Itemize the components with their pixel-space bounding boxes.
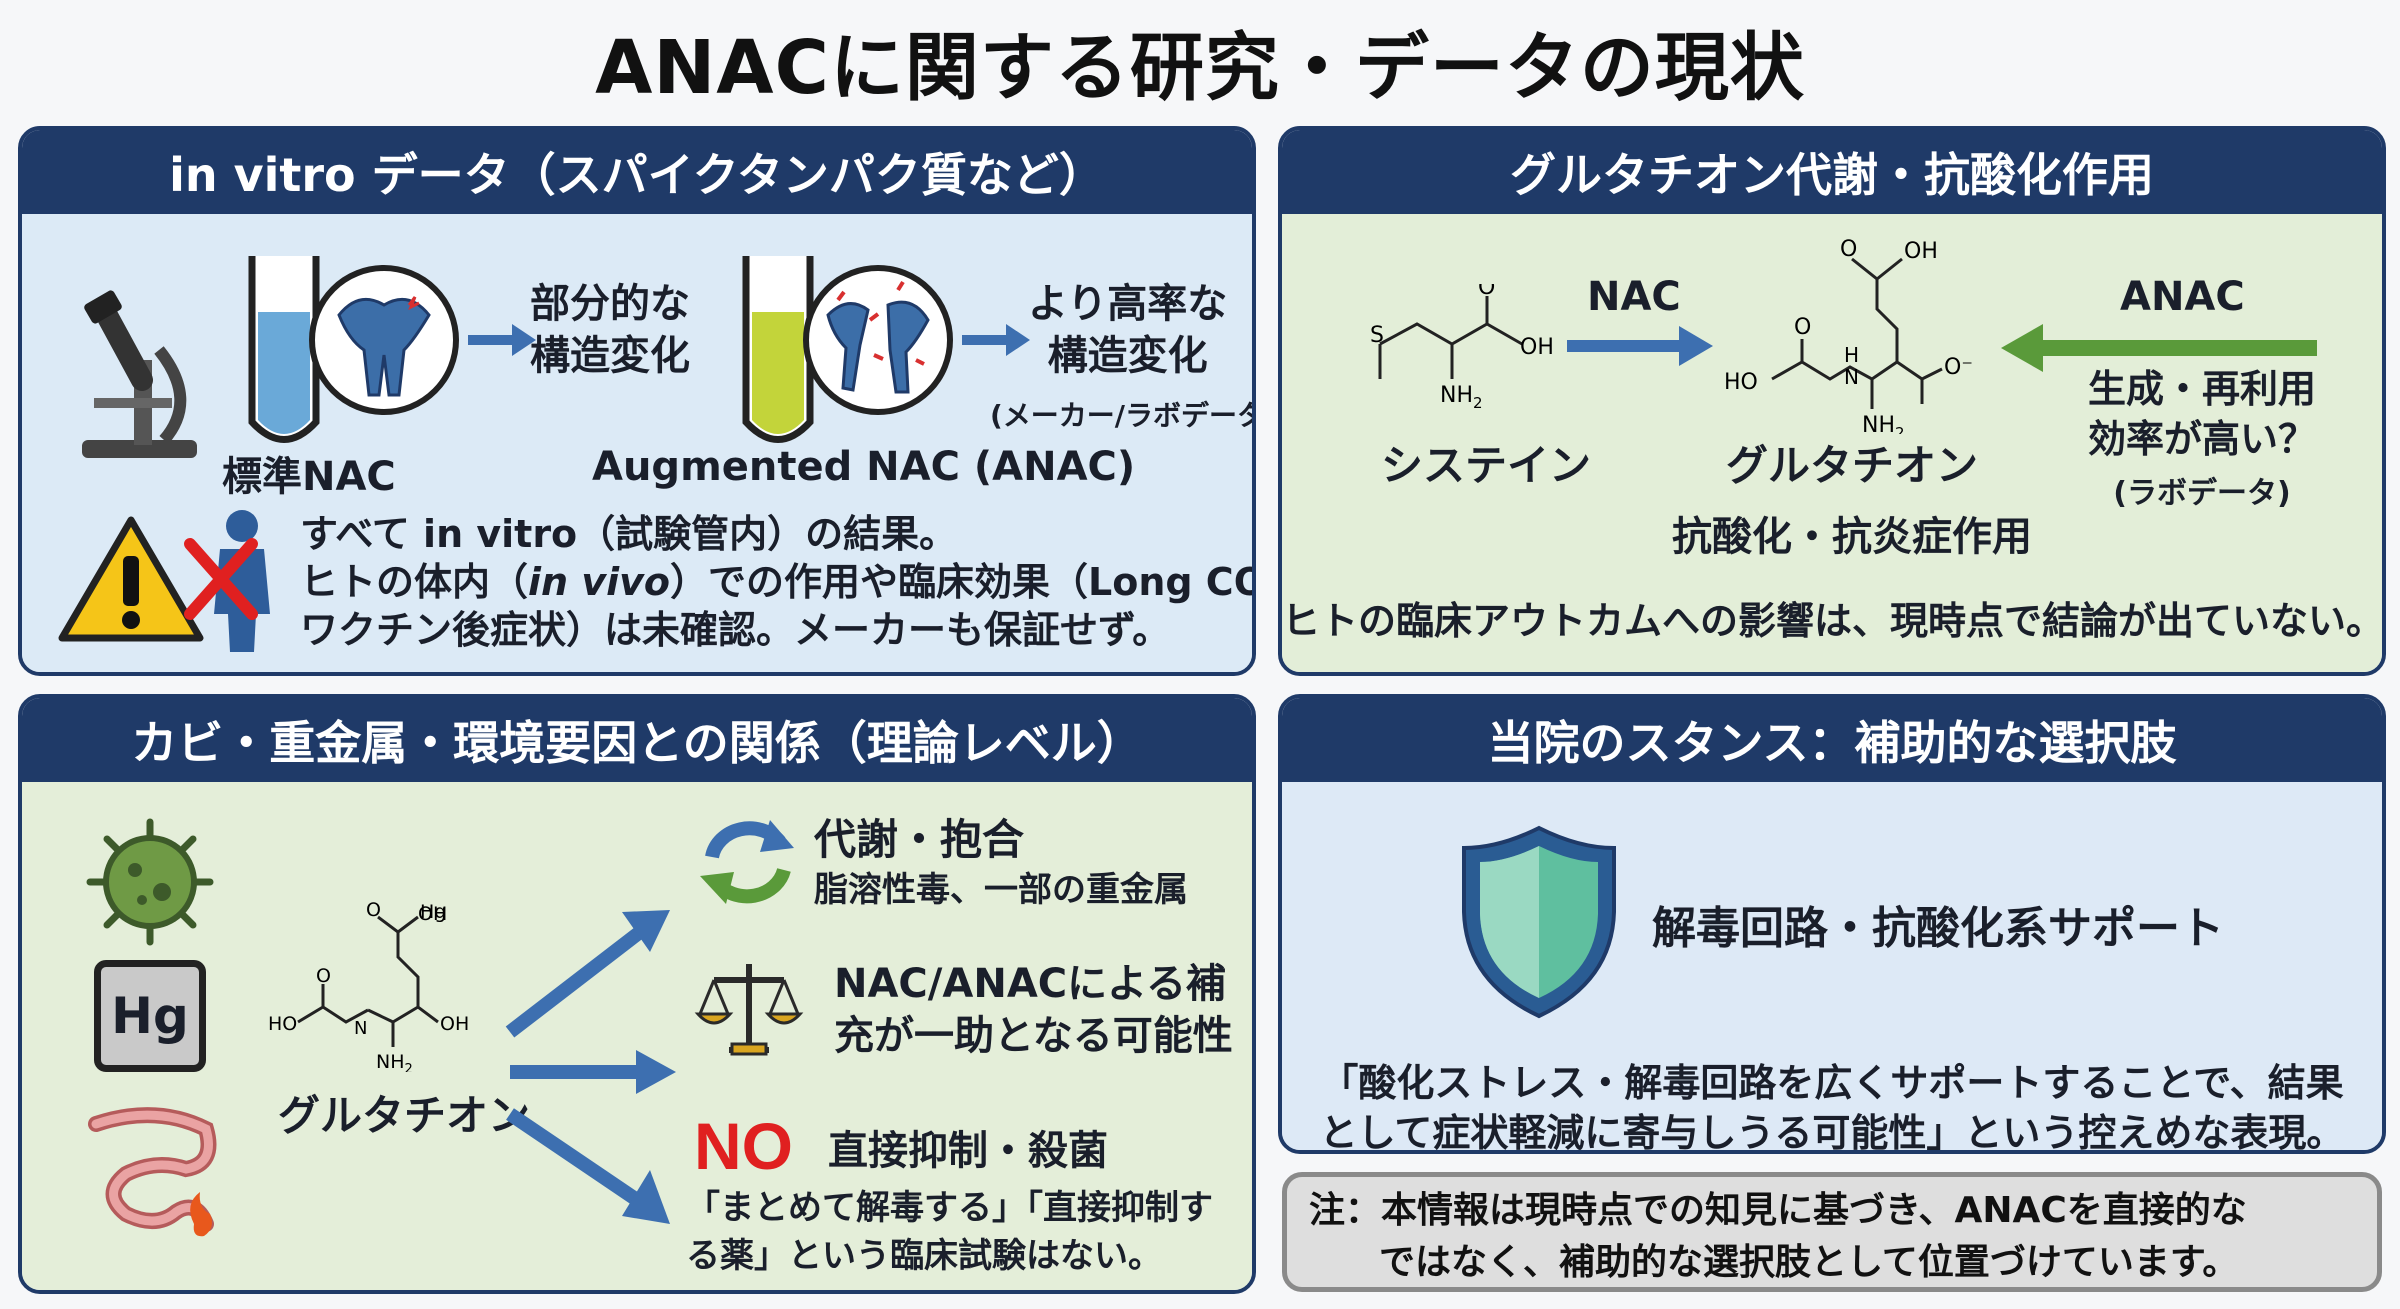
antioxidant-effect-label: 抗酸化・抗炎症作用	[1672, 514, 2032, 560]
panel-header: in vitro データ（スパイクタンパク質など）	[22, 130, 1252, 214]
spike-protein-damaged-icon	[803, 265, 953, 415]
human-cross-icon	[184, 510, 270, 652]
test-tube-icon	[742, 256, 814, 443]
clinical-conclusion: ヒトの臨床アウトカムへの影響は、現時点で結論が出ていない。	[1282, 599, 2385, 643]
panel-body: 解毒回路・抗酸化系サポート 「酸化ストレス・解毒回路を広くサポートすることで、結…	[1282, 782, 2382, 1150]
panel-body: Hg Hg OH O O HO N OH NH2 グルタチオン	[22, 782, 1252, 1290]
cysteine-label: システイン	[1380, 441, 1591, 490]
intestine-icon	[88, 1107, 217, 1237]
glutathione-label: グルタチオン	[278, 1091, 531, 1140]
no-clinical-trials-text: 「まとめて解毒する」「直接抑制す る薬」という臨床試験はない。	[686, 1188, 1213, 1276]
in-vitro-warning-text: すべて in vitro（試験管内）の結果。 ヒトの体内（in vivo）での作…	[300, 512, 1252, 652]
arrow-right-icon	[962, 324, 1030, 356]
panel-in-vitro: in vitro データ（スパイクタンパク質など） 部分的な 構造変化	[18, 126, 1256, 676]
spike-protein-icon	[309, 265, 459, 415]
svg-text:NH2: NH2	[376, 1051, 413, 1072]
svg-text:OH: OH	[1904, 239, 1938, 264]
svg-text:O: O	[1840, 237, 1857, 262]
svg-text:NH2: NH2	[1440, 383, 1483, 412]
arrow-right-icon	[468, 324, 536, 356]
svg-text:O: O	[316, 965, 331, 987]
metabolism-subtitle: 脂溶性毒、一部の重金属	[814, 870, 1188, 910]
cysteine-structure-icon: S O OH NH2	[1370, 284, 1554, 412]
glutathione-label: グルタチオン	[1725, 441, 1978, 490]
panel-body: 部分的な 構造変化 より高率な 構造変化 (メーカー/ラボデータ) 標準NAC …	[22, 214, 1252, 672]
svg-text:OH: OH	[1520, 335, 1554, 360]
svg-text:O: O	[1478, 284, 1495, 300]
nac-arrow-label: NAC	[1587, 274, 1681, 320]
detox-support-label: 解毒回路・抗酸化系サポート	[1652, 903, 2224, 954]
standard-nac-label: 標準NAC	[222, 454, 396, 500]
supplement-possibility-text: NAC/ANACによる補 充が一助となる可能性	[834, 961, 1233, 1059]
svg-text:N: N	[1844, 365, 1859, 389]
partial-change-label: 部分的な 構造変化	[530, 281, 690, 379]
panel-body: S O OH NH2 システイン NAC OH O O HO H N O⁻ NH…	[1282, 214, 2382, 672]
panel-glutathione: グルタチオン代謝・抗酸化作用 S O OH NH2 システイン NAC OH O…	[1278, 126, 2386, 676]
panel-stance: 当院のスタンス：補助的な選択肢 解毒回路・抗酸化系サポート 「酸化ストレス・解毒…	[1278, 694, 2386, 1154]
svg-text:S: S	[1370, 323, 1384, 348]
stance-quote: 「酸化ストレス・解毒回路を広くサポートすることで、結果 として症状軽減に寄与しう…	[1319, 1061, 2345, 1154]
svg-text:Hg: Hg	[420, 902, 446, 923]
svg-text:NH2: NH2	[1862, 413, 1905, 434]
svg-text:HO: HO	[1724, 370, 1758, 395]
higher-change-label: より高率な 構造変化	[1028, 281, 1228, 379]
heavy-metal-icon: Hg	[94, 960, 206, 1072]
branch-arrows-icon	[505, 910, 676, 1224]
page-title: ANACに関する研究・データの現状	[595, 25, 1805, 111]
svg-text:HO: HO	[268, 1013, 297, 1035]
warning-icon	[58, 516, 204, 642]
svg-text:OH: OH	[418, 903, 447, 925]
svg-text:N: N	[354, 1018, 367, 1039]
glutathione-structure-icon: Hg OH O O HO N OH NH2	[268, 902, 469, 1072]
test-tube-icon	[248, 256, 320, 443]
maker-data-note: (メーカー/ラボデータ)	[990, 399, 1256, 432]
svg-text:O: O	[366, 902, 381, 921]
arrow-right-icon	[1567, 326, 1713, 366]
svg-text:OH: OH	[440, 1013, 469, 1035]
anac-arrow-label: ANAC	[2120, 274, 2245, 320]
shield-icon	[1462, 825, 1616, 1019]
panel-environment: カビ・重金属・環境要因との関係（理論レベル） Hg Hg OH O O HO N…	[18, 694, 1256, 1294]
svg-text:O: O	[1794, 315, 1811, 340]
glutathione-structure-icon: OH O O HO H N O⁻ NH2	[1724, 237, 1973, 434]
svg-text:O⁻: O⁻	[1944, 355, 1973, 380]
panel-header: 当院のスタンス：補助的な選択肢	[1282, 698, 2382, 782]
no-label: NO	[694, 1109, 793, 1183]
microscope-icon	[82, 290, 197, 458]
arrow-left-icon	[2001, 324, 2317, 372]
direct-inhibition-title: 直接抑制・殺菌	[828, 1128, 1108, 1174]
anac-efficiency-note: 生成・再利用 効率が高い？	[2087, 367, 2316, 461]
panel-header: カビ・重金属・環境要因との関係（理論レベル）	[22, 698, 1252, 782]
mold-icon	[86, 818, 214, 946]
disclaimer-note: 注：本情報は現時点での知見に基づき、ANACを直接的な ではなく、補助的な選択肢…	[1282, 1172, 2382, 1292]
svg-text:H: H	[1844, 343, 1859, 367]
panel-header: グルタチオン代謝・抗酸化作用	[1282, 130, 2382, 214]
metabolism-title: 代謝・抱合	[814, 815, 1025, 864]
recycle-arrows-icon	[700, 820, 794, 904]
anac-label: Augmented NAC (ANAC)	[592, 444, 1136, 490]
balance-scale-icon	[694, 964, 804, 1056]
lab-data-note: (ラボデータ)	[2113, 476, 2291, 511]
